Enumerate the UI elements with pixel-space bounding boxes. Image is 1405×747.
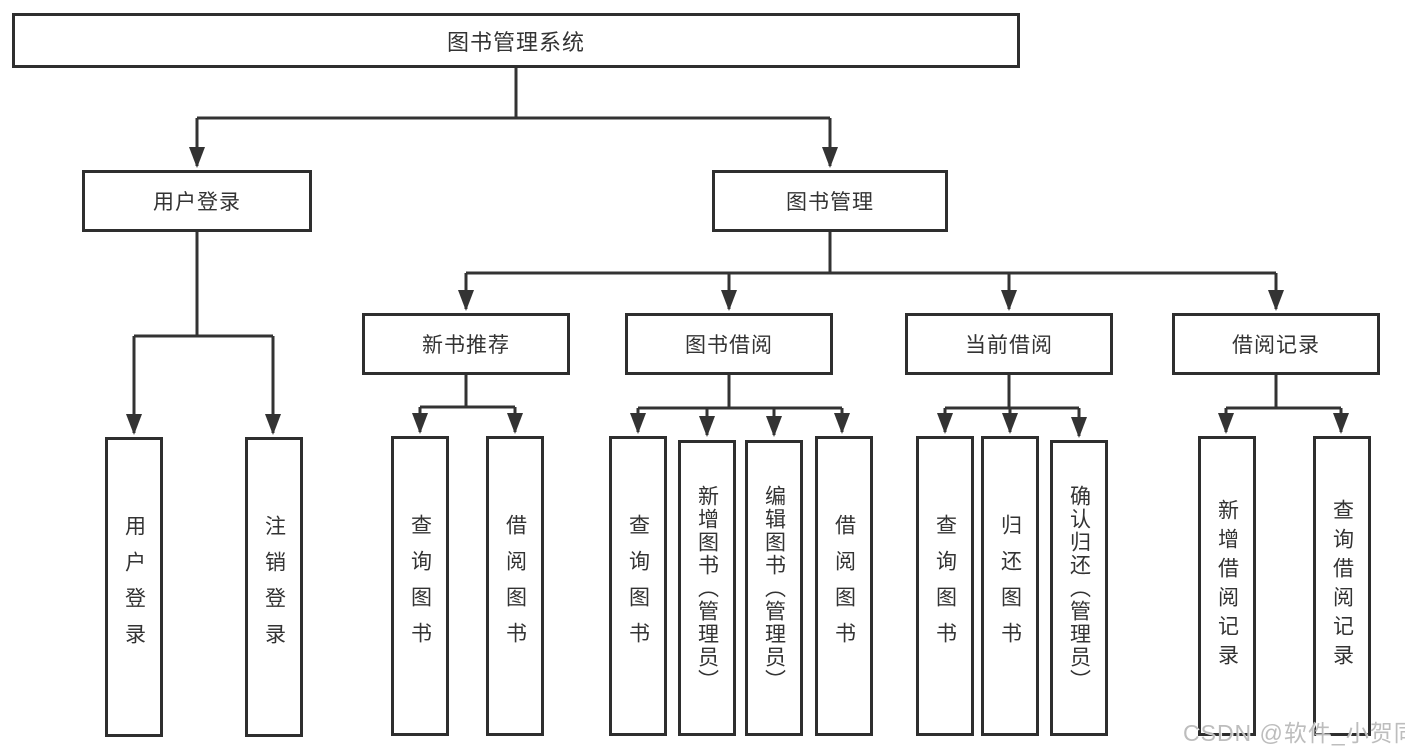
node-label: 图书借阅 [685, 334, 773, 357]
node-label: 借阅记录 [1232, 334, 1320, 357]
node-label: 新增图书（管理员） [695, 484, 719, 692]
leaf-add-book-admin: 新增图书（管理员） [678, 440, 736, 736]
node-label: 用户登录 [122, 515, 146, 659]
leaf-confirm-return-admin: 确认归还（管理员） [1050, 440, 1108, 736]
node-label: 查询图书 [408, 514, 432, 658]
leaf-query-books-borrow: 查询图书 [609, 436, 667, 736]
node-new-book-recommend: 新书推荐 [362, 313, 570, 375]
leaf-return-books: 归还图书 [981, 436, 1039, 736]
leaf-borrow-books-recommend: 借阅图书 [486, 436, 544, 736]
node-label: 编辑图书（管理员） [762, 484, 786, 692]
leaf-borrow-books: 借阅图书 [815, 436, 873, 736]
node-book-borrow: 图书借阅 [625, 313, 833, 375]
leaf-query-books-recommend: 查询图书 [391, 436, 449, 736]
node-book-management: 图书管理 [712, 170, 948, 232]
node-label: 确认归还（管理员） [1067, 484, 1091, 692]
leaf-add-borrow-record: 新增借阅记录 [1198, 436, 1256, 736]
node-label: 图书管理 [786, 191, 874, 214]
leaf-edit-book-admin: 编辑图书（管理员） [745, 440, 803, 736]
node-label: 查询图书 [626, 514, 650, 658]
leaf-query-books-current: 查询图书 [916, 436, 974, 736]
node-label: 借阅图书 [503, 514, 527, 658]
node-label: 图书管理系统 [446, 29, 585, 55]
node-label: 新增借阅记录 [1215, 499, 1239, 673]
node-label: 归还图书 [998, 514, 1022, 658]
node-borrow-records: 借阅记录 [1172, 313, 1380, 375]
leaf-logout: 注销登录 [245, 437, 303, 737]
leaf-user-login: 用户登录 [105, 437, 163, 737]
csdn-watermark: CSDN @软件_小贺同学 [1183, 720, 1405, 746]
node-label: 新书推荐 [422, 334, 510, 357]
node-label: 用户登录 [153, 191, 241, 214]
node-label: 注销登录 [262, 515, 286, 659]
leaf-query-borrow-record: 查询借阅记录 [1313, 436, 1371, 736]
node-user-login-branch: 用户登录 [82, 170, 312, 232]
node-label: 借阅图书 [832, 514, 856, 658]
node-label: 查询图书 [933, 514, 957, 658]
node-label: 查询借阅记录 [1330, 499, 1354, 673]
node-label: 当前借阅 [965, 334, 1053, 357]
node-current-borrow: 当前借阅 [905, 313, 1113, 375]
node-system-root: 图书管理系统 [12, 13, 1020, 68]
